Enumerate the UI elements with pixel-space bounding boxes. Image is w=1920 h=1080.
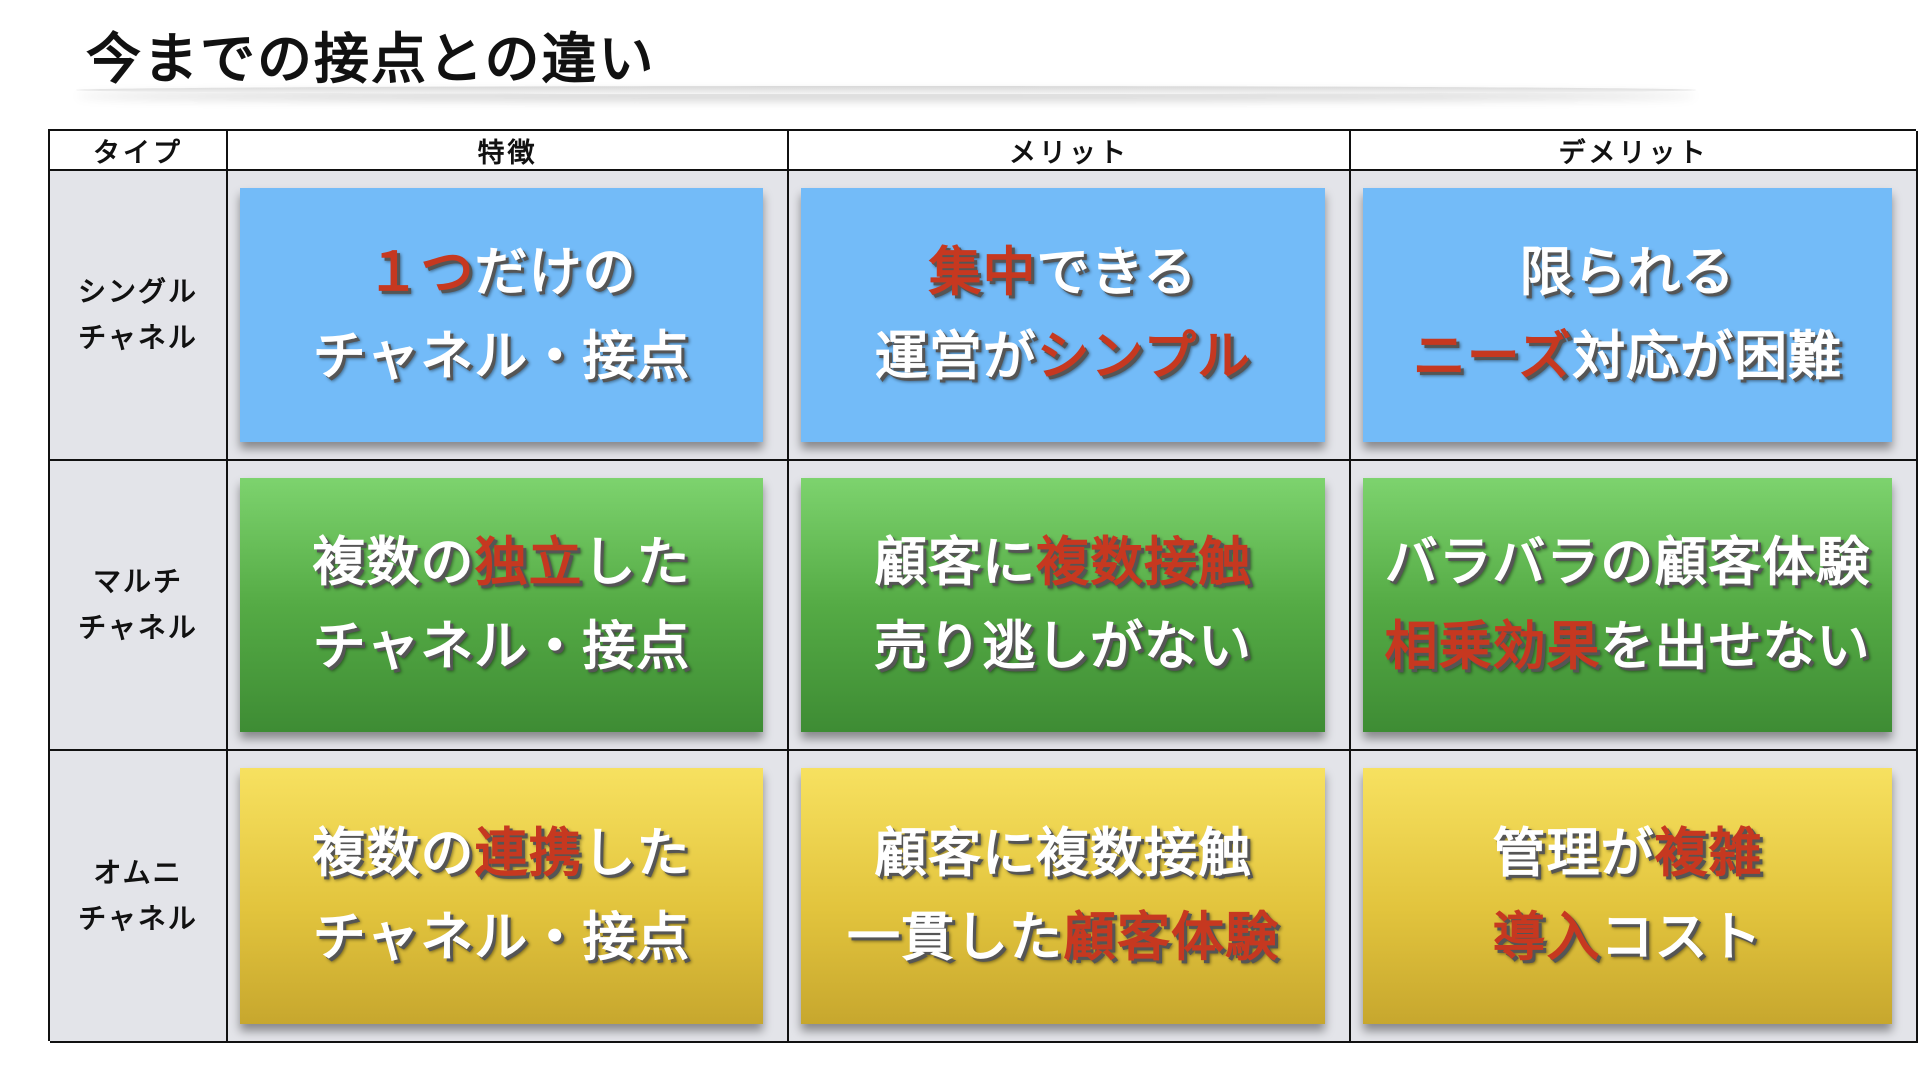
header-features: 特徴	[228, 131, 789, 171]
card-text: チャネル・接点	[312, 326, 691, 387]
row-type-single: シングル チャネル	[50, 171, 228, 461]
highlight-text: 独立	[474, 532, 583, 593]
card-omni-demerits: 管理が複雑導入コスト	[1363, 768, 1892, 1024]
card-text: バラバラの顧客体験	[1384, 532, 1871, 593]
card-text-line: 複数の独立した	[313, 521, 691, 605]
card-single-demerits: 限られるニーズ対応が困難	[1363, 188, 1892, 442]
card-text: 限られる	[1519, 242, 1736, 303]
card-text: 売り逃しがない	[874, 616, 1252, 677]
type-label-line: オムニ	[93, 856, 183, 889]
card-text-line: 一貫した顧客体験	[847, 896, 1279, 980]
type-label-line: チャネル	[78, 321, 198, 354]
highlight-text: ニーズ	[1412, 326, 1573, 387]
card-text-line: 運営がシンプル	[875, 315, 1251, 399]
highlight-text: シンプル	[1036, 326, 1252, 387]
card-text: 複数の	[312, 823, 475, 884]
highlight-text: 複数接触	[1036, 532, 1252, 593]
card-text: 複数の	[312, 532, 475, 593]
card-text-line: ニーズ対応が困難	[1413, 315, 1842, 399]
comparison-table: タイプ 特徴 メリット デメリット シングル チャネル １つだけのチャネル・接点…	[48, 129, 1918, 1043]
highlight-text: １つ	[366, 242, 475, 303]
type-label-line: シングル	[77, 275, 198, 308]
cell-omni-merits: 顧客に複数接触一貫した顧客体験	[789, 751, 1351, 1043]
card-multi-merits: 顧客に複数接触売り逃しがない	[801, 478, 1325, 732]
card-text-line: 売り逃しがない	[874, 605, 1252, 689]
card-text: した	[582, 532, 691, 593]
card-text-line: 集中できる	[929, 231, 1198, 315]
card-text: を出せない	[1600, 616, 1871, 677]
card-text-line: 顧客に複数接触	[874, 521, 1252, 605]
card-text: 顧客に複数接触	[874, 823, 1252, 884]
highlight-text: 複雑	[1654, 823, 1763, 884]
cell-single-merits: 集中できる運営がシンプル	[789, 171, 1351, 461]
card-text: した	[582, 823, 691, 884]
header-type: タイプ	[50, 131, 228, 171]
card-text-line: 導入コスト	[1493, 896, 1763, 980]
card-single-merits: 集中できる運営がシンプル	[801, 188, 1325, 442]
type-label-line: チャネル	[78, 611, 198, 644]
card-text-line: 限られる	[1520, 231, 1736, 315]
card-text: できる	[1036, 242, 1198, 303]
card-text: 運営が	[874, 326, 1037, 387]
card-multi-features: 複数の独立したチャネル・接点	[240, 478, 763, 732]
card-single-features: １つだけのチャネル・接点	[240, 188, 763, 442]
card-text: 一貫した	[847, 907, 1063, 968]
cell-single-features: １つだけのチャネル・接点	[228, 171, 789, 461]
cell-multi-features: 複数の独立したチャネル・接点	[228, 461, 789, 751]
title-underline	[76, 86, 1696, 94]
card-text-line: チャネル・接点	[313, 605, 690, 689]
highlight-text: 顧客体験	[1063, 907, 1279, 968]
row-type-omni: オムニ チャネル	[50, 751, 228, 1043]
card-text: 対応が困難	[1572, 326, 1843, 387]
cell-omni-demerits: 管理が複雑導入コスト	[1351, 751, 1918, 1043]
card-text-line: １つだけの	[367, 231, 637, 315]
type-label-line: マルチ	[92, 565, 183, 598]
card-text: コスト	[1600, 907, 1763, 968]
highlight-text: 連携	[474, 823, 583, 884]
card-text: チャネル・接点	[312, 616, 691, 677]
card-text-line: チャネル・接点	[313, 315, 690, 399]
card-omni-merits: 顧客に複数接触一貫した顧客体験	[801, 768, 1325, 1024]
card-multi-demerits: バラバラの顧客体験相乗効果を出せない	[1363, 478, 1892, 732]
card-text: チャネル・接点	[312, 907, 691, 968]
card-text: 管理が	[1492, 823, 1655, 884]
card-text-line: 相乗効果を出せない	[1385, 605, 1871, 689]
header-demerits: デメリット	[1351, 131, 1918, 171]
row-type-multi: マルチ チャネル	[50, 461, 228, 751]
card-text: 顧客に	[874, 532, 1036, 593]
cell-omni-features: 複数の連携したチャネル・接点	[228, 751, 789, 1043]
card-text: だけの	[474, 242, 637, 303]
card-omni-features: 複数の連携したチャネル・接点	[240, 768, 763, 1024]
card-text-line: 顧客に複数接触	[874, 812, 1252, 896]
card-text-line: 複数の連携した	[313, 812, 691, 896]
cell-multi-merits: 顧客に複数接触売り逃しがない	[789, 461, 1351, 751]
cell-single-demerits: 限られるニーズ対応が困難	[1351, 171, 1918, 461]
highlight-text: 相乗効果	[1384, 616, 1601, 677]
type-label-line: チャネル	[78, 902, 198, 935]
highlight-text: 集中	[928, 242, 1037, 303]
page-title: 今までの接点との違い	[86, 27, 656, 91]
card-text-line: 管理が複雑	[1493, 812, 1763, 896]
card-text-line: チャネル・接点	[313, 896, 690, 980]
header-merits: メリット	[789, 131, 1351, 171]
cell-multi-demerits: バラバラの顧客体験相乗効果を出せない	[1351, 461, 1918, 751]
highlight-text: 導入	[1492, 907, 1601, 968]
card-text-line: バラバラの顧客体験	[1385, 521, 1870, 605]
